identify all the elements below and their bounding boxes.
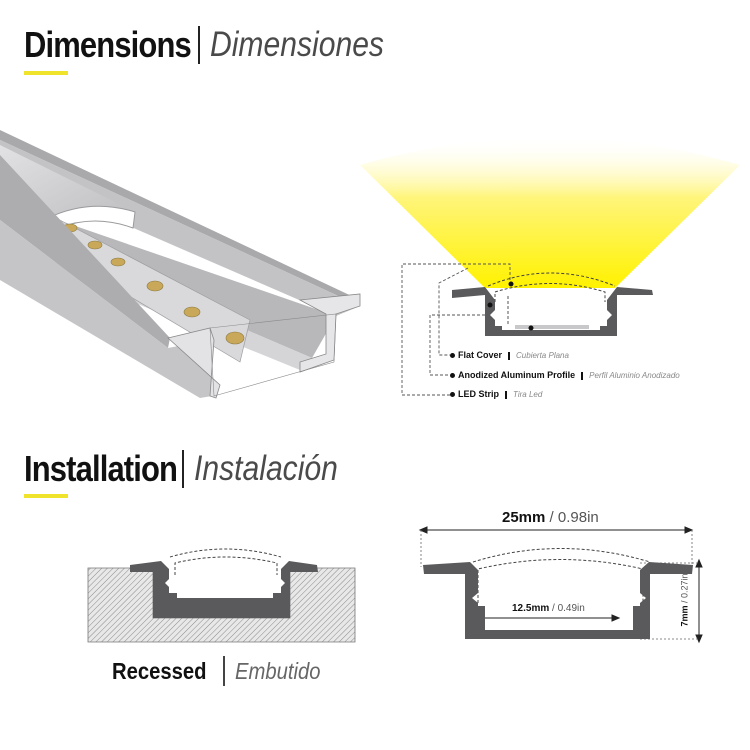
title-separator xyxy=(182,450,185,488)
legend-label-en: Flat Cover xyxy=(458,350,503,360)
title-separator xyxy=(198,26,201,64)
profile-3d-illustration xyxy=(0,130,361,399)
dimensions-accent-underline xyxy=(24,71,68,75)
recessed-install-diagram xyxy=(87,548,356,643)
cross-section-light-diagram xyxy=(360,137,740,396)
legend-item-flat-cover: Flat Cover Cubierta Plana xyxy=(450,350,569,361)
height-in: 0.27in xyxy=(679,573,690,598)
light-beam xyxy=(360,137,740,288)
legend-item-aluminum-profile: Anodized Aluminum Profile Perfil Alumini… xyxy=(450,370,680,381)
legend-label-es: Tira Led xyxy=(513,390,543,399)
led-strip xyxy=(515,325,589,329)
aluminum-profile-section xyxy=(130,561,318,618)
aluminum-profile-section xyxy=(452,287,653,336)
bullet-dot xyxy=(450,392,455,397)
dim-slash: / xyxy=(545,509,558,526)
width-in: 0.98in xyxy=(557,509,599,526)
legend-separator xyxy=(581,371,584,380)
recessed-label-en: Recessed xyxy=(112,657,207,684)
dimensions-heading: Dimensions Dimensiones xyxy=(24,24,412,66)
legend-item-led-strip: LED Strip Tira Led xyxy=(450,389,542,400)
inner-width-mm: 12.5mm xyxy=(512,603,550,614)
installation-title-es: Instalación xyxy=(194,449,338,488)
legend-separator xyxy=(508,351,511,360)
installation-title-en: Installation xyxy=(24,448,178,489)
aluminum-profile-section xyxy=(423,562,693,639)
legend-separator xyxy=(505,390,508,399)
installation-accent-underline xyxy=(24,494,68,498)
dimensions-title-es: Dimensiones xyxy=(210,25,385,64)
legend-label-en: Anodized Aluminum Profile xyxy=(458,370,576,380)
inner-width-dimension-label: 12.5mm / 0.49in xyxy=(512,603,585,614)
installation-heading: Installation Instalación xyxy=(24,448,361,490)
dim-slash: / xyxy=(549,603,558,614)
caption-separator xyxy=(223,656,226,686)
bullet-dot xyxy=(450,373,455,378)
dimension-drawing xyxy=(418,526,703,644)
recessed-caption: Recessed Embutido xyxy=(112,656,333,686)
height-dimension-label: 7mm / 0.27in xyxy=(680,573,690,626)
height-mm: 7mm xyxy=(679,605,690,627)
width-mm: 25mm xyxy=(502,509,546,526)
led-chips xyxy=(62,223,245,345)
dim-slash: / xyxy=(679,598,690,606)
width-dimension-label: 25mm / 0.98in xyxy=(502,509,599,526)
recessed-label-es: Embutido xyxy=(235,657,321,684)
bullet-dot xyxy=(450,353,455,358)
legend-label-en: LED Strip xyxy=(458,389,500,399)
legend-label-es: Perfil Aluminio Anodizado xyxy=(589,371,680,380)
dimensions-title-en: Dimensions xyxy=(24,24,192,65)
legend-label-es: Cubierta Plana xyxy=(516,351,569,360)
inner-width-in: 0.49in xyxy=(557,603,585,614)
